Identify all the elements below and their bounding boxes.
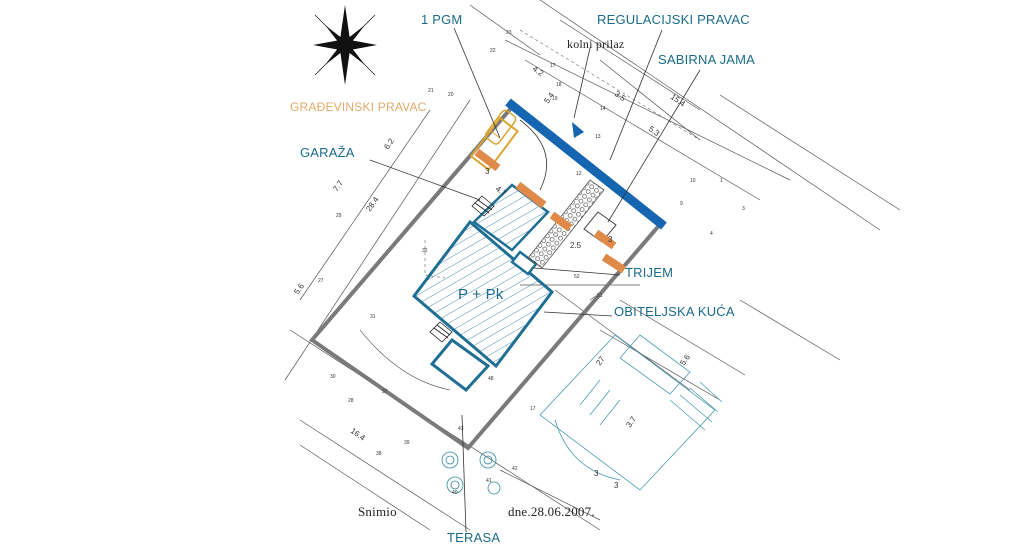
svg-text:17: 17 — [550, 63, 556, 69]
dimension-label: 7.7 — [331, 178, 345, 193]
dimension-label: 3 — [608, 235, 613, 244]
regulation-line — [505, 98, 667, 230]
survey-lines — [284, 0, 901, 531]
svg-text:32: 32 — [422, 248, 428, 254]
svg-text:29: 29 — [336, 213, 342, 219]
label-sabirna-jama: SABIRNA JAMA — [658, 52, 756, 67]
svg-text:48: 48 — [488, 376, 494, 382]
svg-text:52: 52 — [574, 274, 580, 280]
dimension-label: 4.2 — [531, 64, 546, 78]
svg-text:31: 31 — [370, 314, 376, 320]
svg-text:21: 21 — [428, 88, 434, 94]
dashed-lines — [424, 29, 701, 279]
garden-arc — [359, 329, 451, 391]
svg-text:39: 39 — [404, 440, 410, 446]
label-regulacijski-pravac: REGULACIJSKI PRAVAC — [597, 12, 750, 27]
svg-text:13: 13 — [595, 134, 601, 140]
leader-lines — [369, 27, 701, 533]
svg-text:14: 14 — [600, 106, 606, 112]
svg-text:23: 23 — [506, 30, 512, 36]
dimension-label: 5.4 — [542, 90, 556, 105]
label-obiteljska-kuca: OBITELJSKA KUĆA — [614, 304, 735, 319]
parking-marks — [474, 148, 627, 274]
dimension-label: 3.5 — [613, 89, 628, 103]
svg-text:42: 42 — [512, 466, 518, 472]
car-icon — [484, 109, 517, 145]
terrace-plants — [441, 451, 501, 495]
svg-text:43: 43 — [458, 426, 464, 432]
svg-text:40: 40 — [452, 490, 458, 496]
label-trijem: TRIJEM — [625, 265, 674, 280]
label-p-pk: P + Pk — [458, 286, 504, 303]
svg-text:18: 18 — [556, 82, 562, 88]
label-kolni-prilaz: kolni prilaz — [567, 37, 625, 51]
svg-text:1: 1 — [720, 178, 723, 184]
lower-block — [429, 337, 491, 393]
svg-text:3: 3 — [742, 206, 745, 212]
driveway-arc — [519, 119, 547, 191]
svg-text:20: 20 — [448, 92, 454, 98]
svg-text:9: 9 — [680, 201, 683, 207]
svg-text:38: 38 — [376, 451, 382, 457]
svg-text:41: 41 — [486, 478, 492, 484]
label-snimio: Snimio — [358, 504, 397, 519]
label-terasa: TERASA — [447, 530, 501, 545]
label-gradevinski-pravac: GRAĐEVINSKI PRAVAC — [290, 100, 427, 114]
dimension-label: 5.3 — [647, 124, 662, 138]
parking-space — [469, 109, 519, 171]
svg-text:10: 10 — [690, 178, 696, 184]
dimension-label: 27 — [594, 354, 607, 367]
stairs-north — [471, 195, 495, 217]
svg-text:4: 4 — [710, 231, 713, 237]
compass-rose-icon — [313, 5, 377, 85]
svg-text:17: 17 — [530, 406, 536, 412]
dimension-label: 2.5 — [570, 241, 582, 250]
svg-text:28: 28 — [348, 398, 354, 404]
dimension-label: 16.4 — [349, 426, 367, 443]
dimension-label: 28.4 — [364, 195, 381, 213]
dimension-label: 3 — [485, 167, 490, 176]
label-date: dne.28.06.2007. — [508, 504, 595, 519]
svg-text:37: 37 — [382, 389, 388, 395]
stairs-south — [429, 321, 453, 343]
dimension-label: 3 — [614, 481, 619, 490]
svg-text:12: 12 — [576, 171, 582, 177]
svg-text:22: 22 — [490, 48, 496, 54]
label-1-pgm: 1 PGM — [421, 12, 463, 27]
svg-text:30: 30 — [330, 374, 336, 380]
svg-text:19: 19 — [552, 96, 558, 102]
svg-text:51: 51 — [597, 293, 603, 299]
neighbour-arc — [554, 419, 621, 481]
entrance-arrow-icon — [572, 122, 584, 138]
dimension-label: 6.2 — [382, 136, 396, 151]
neighbour-building — [539, 334, 723, 491]
dimension-label: 3.7 — [624, 414, 638, 429]
label-garaza: GARAŽA — [300, 145, 355, 160]
svg-text:27: 27 — [318, 278, 324, 284]
dimension-label: 3 — [594, 469, 599, 478]
